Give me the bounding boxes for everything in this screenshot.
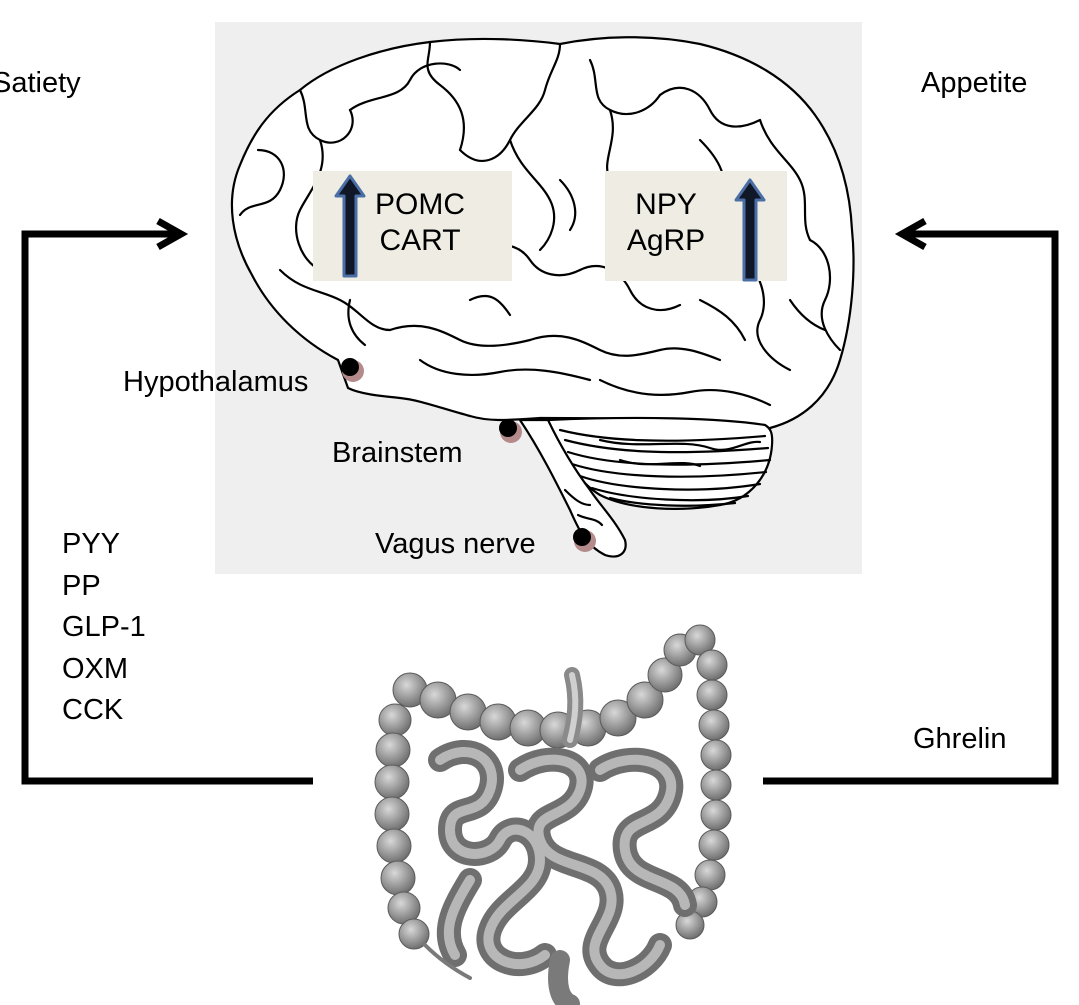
hormone-item: PYY: [62, 528, 121, 560]
appetite-feedback-arrow: [763, 217, 1059, 785]
npy-label: NPY: [635, 188, 697, 221]
vagus-nerve-label: Vagus nerve: [375, 528, 536, 560]
satiety-label: Satiety: [0, 67, 81, 99]
vagus-marker: [573, 528, 596, 552]
agrp-label: AgRP: [626, 224, 706, 257]
brainstem-marker: [499, 419, 522, 443]
satiety-hormone-list: PYY PP GLP-1 OXM CCK: [62, 524, 146, 732]
hypothalamus-marker: [341, 358, 364, 382]
npy-agrp-label: NPY AgRP: [610, 187, 722, 259]
hormone-item: PP: [62, 569, 101, 602]
ghrelin-label: Ghrelin: [913, 723, 1007, 755]
hormone-item: CCK: [62, 694, 124, 726]
hormone-item: OXM: [62, 652, 129, 685]
cart-label: CART: [379, 224, 461, 257]
brain-icon: [230, 36, 855, 558]
pomc-cart-label: POMC CART: [360, 187, 480, 259]
satiety-feedback-arrow: [21, 217, 313, 785]
hormone-item: GLP-1: [62, 611, 146, 643]
up-arrow-icon: [334, 174, 366, 278]
pomc-label: POMC: [375, 188, 465, 221]
hypothalamus-label: Hypothalamus: [123, 366, 309, 398]
appetite-label: Appetite: [921, 67, 1028, 99]
brainstem-label: Brainstem: [332, 437, 463, 469]
up-arrow-icon: [734, 178, 766, 282]
intestines-icon: [374, 624, 732, 1005]
